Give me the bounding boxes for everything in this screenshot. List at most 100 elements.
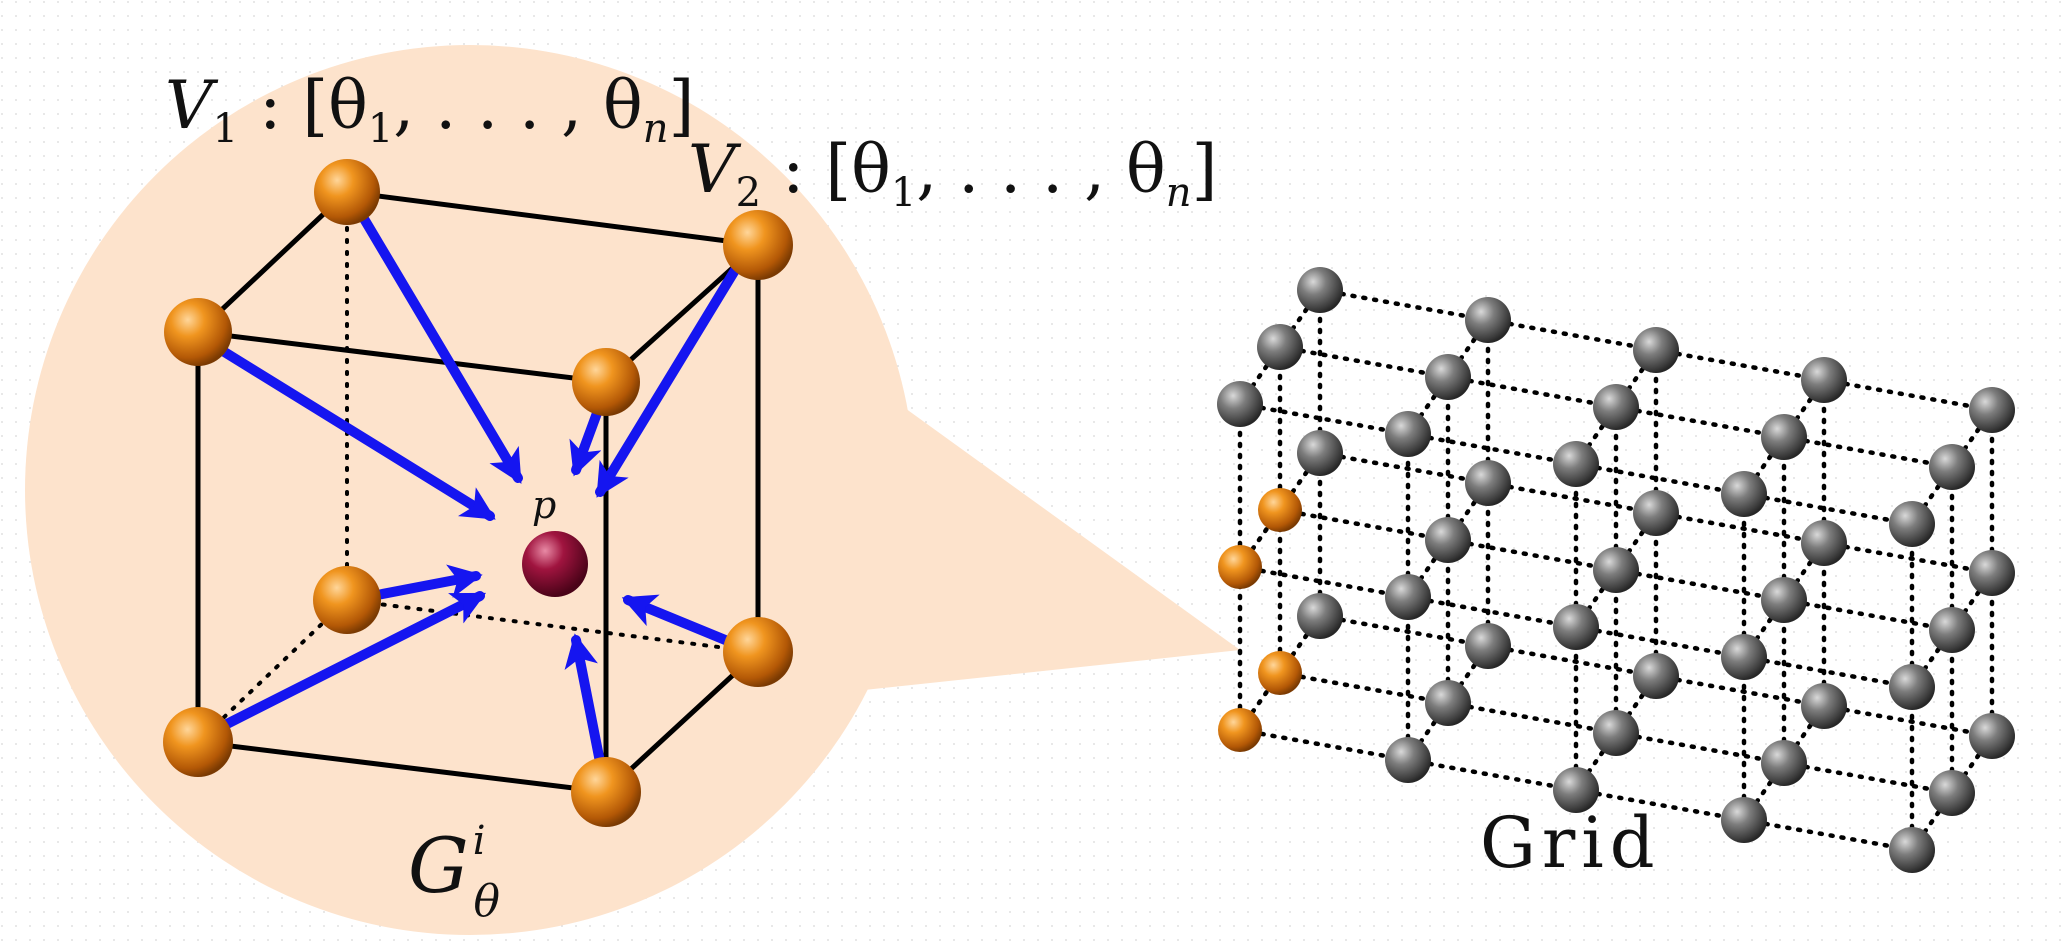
grid-node [1425, 680, 1471, 726]
grid-node [1889, 501, 1935, 547]
query-point [522, 531, 588, 597]
arrow-top-left [213, 343, 496, 521]
grid-cell-cube [195, 189, 761, 795]
grid-edge [1653, 510, 1827, 546]
grid-edge [1485, 480, 1659, 516]
grid-node [1553, 441, 1599, 487]
grid-edge [1445, 374, 1619, 410]
grid-edge [1485, 643, 1659, 679]
grid-node [1721, 634, 1767, 680]
grid-edge [1237, 564, 1411, 600]
grid-node-active [1218, 545, 1262, 589]
grid-label: Grid [1480, 802, 1661, 884]
grid-edge [1317, 613, 1491, 649]
grid-node-active [1218, 708, 1262, 752]
grid-node [1553, 767, 1599, 813]
grid-edge [1485, 317, 1659, 353]
grid-edge [1821, 377, 1995, 413]
grid-node [1929, 444, 1975, 490]
grid-edge [1317, 287, 1491, 323]
grid-edge [1781, 434, 1955, 470]
grid-node [1929, 770, 1975, 816]
grid-node [1593, 547, 1639, 593]
grid-node [1465, 297, 1511, 343]
grid-node [1593, 710, 1639, 756]
grid-edge [1781, 597, 1955, 633]
grid-node [1969, 713, 2015, 759]
grid-edge [1613, 567, 1787, 603]
arrow-bottom-front [564, 633, 607, 777]
vertex-back-bottom [313, 566, 381, 634]
grid-node [1425, 517, 1471, 563]
grid-node-active [1258, 651, 1302, 695]
grid-node [1425, 354, 1471, 400]
grid-edge [1653, 673, 1827, 709]
grid-node [1929, 607, 1975, 653]
arrow-v2 [595, 257, 745, 498]
interpolation-arrows [210, 207, 745, 777]
grid-node [1633, 653, 1679, 699]
grid-node [1761, 414, 1807, 460]
grid-node [1721, 797, 1767, 843]
grid-edge [1781, 760, 1955, 796]
vertex-bottom-front [571, 757, 641, 827]
grid-node [1465, 460, 1511, 506]
point-label: p [532, 483, 556, 527]
grid-edge [1445, 537, 1619, 573]
grid-edge [1653, 347, 1827, 383]
grid-edge [1741, 654, 1915, 690]
grid-edge [1573, 624, 1747, 660]
grid-node [1385, 411, 1431, 457]
grid-node [1633, 490, 1679, 536]
grid-edge [1277, 507, 1451, 543]
grid-edge [1573, 461, 1747, 497]
grid-node [1553, 604, 1599, 650]
grid-node [1801, 683, 1847, 729]
grid-edge [1821, 540, 1995, 576]
grid-edge [1237, 727, 1411, 763]
grid-node-active [1258, 488, 1302, 532]
grid-edge [1317, 450, 1491, 486]
vertex-v2 [723, 210, 793, 280]
grid-edge [1405, 594, 1579, 630]
grid-edge [1237, 401, 1411, 437]
grid-node [1801, 357, 1847, 403]
grid-node [1889, 827, 1935, 873]
grid-node [1385, 574, 1431, 620]
grid-edge [1277, 670, 1451, 706]
grid-node [1297, 267, 1343, 313]
grid-edge [1613, 730, 1787, 766]
arrow-bottom-left [210, 591, 487, 735]
grid-edge [1405, 757, 1579, 793]
grid-edge [1277, 344, 1451, 380]
grid-node [1969, 387, 2015, 433]
vertex-v2-label: V2 : [θ1, . . . , θn] [688, 131, 1217, 216]
grid-edge [1741, 817, 1915, 853]
grid-edge [1613, 404, 1787, 440]
grid-edge [1445, 700, 1619, 736]
grid-node [1889, 664, 1935, 710]
grid-edge [1821, 703, 1995, 739]
grid-node [1385, 737, 1431, 783]
vertex-bottom-right [723, 617, 793, 687]
grid-edge [1741, 491, 1915, 527]
vertex-v1 [314, 159, 380, 225]
grid-node [1761, 577, 1807, 623]
grid-node [1297, 593, 1343, 639]
arrow-back-bottom [367, 564, 483, 601]
grid-node [1257, 324, 1303, 370]
vertex-top-front [572, 348, 640, 416]
cube-vertices [163, 159, 793, 827]
grid-edge [1405, 431, 1579, 467]
arrow-top-front [569, 400, 605, 477]
grid-node [1465, 623, 1511, 669]
grid-node [1721, 471, 1767, 517]
arrow-v1 [355, 207, 523, 484]
vertex-bottom-left [163, 707, 233, 777]
grid-node [1297, 430, 1343, 476]
grid-node [1593, 384, 1639, 430]
grid-node [1761, 740, 1807, 786]
